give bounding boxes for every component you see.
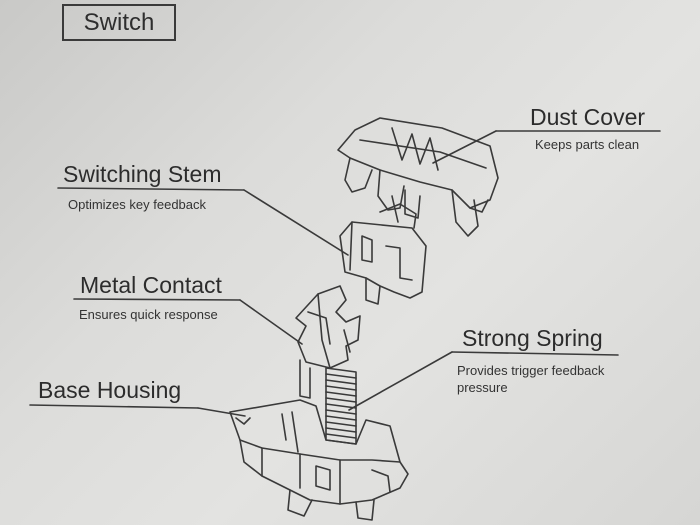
metal-contact-underline — [73, 298, 241, 301]
strong-spring-label: Strong Spring — [462, 325, 603, 351]
strong-spring-part — [325, 367, 357, 445]
metal-contact-part — [295, 285, 361, 399]
strong-spring-description: Provides trigger feedback pressure — [457, 362, 604, 396]
switching-stem-description: Optimizes key feedback — [68, 197, 207, 212]
switching-stem-label: Switching Stem — [63, 161, 222, 187]
strong-spring-description-line2: pressure — [457, 380, 508, 395]
metal-contact-label: Metal Contact — [80, 272, 222, 298]
dust-cover-description: Keeps parts clean — [535, 137, 640, 152]
dust-cover-leader — [432, 130, 497, 164]
base-housing-label: Base Housing — [38, 377, 182, 403]
strong-spring-underline — [451, 351, 619, 356]
base-housing-leader — [197, 407, 246, 417]
title-box: Switch — [62, 4, 176, 41]
dust-cover-label: Dust Cover — [530, 104, 646, 130]
metal-contact-leader — [239, 299, 303, 345]
metal-contact-description: Ensures quick response — [79, 307, 218, 322]
switching-stem-underline — [57, 187, 245, 191]
base-housing-underline — [29, 404, 199, 409]
base-housing-part — [229, 399, 409, 521]
strong-spring-description-line1: Provides trigger feedback — [457, 363, 605, 378]
switching-stem-leader — [243, 189, 349, 256]
diagram-title: Switch — [83, 8, 155, 36]
strong-spring-leader — [348, 351, 453, 411]
switching-stem-part — [339, 195, 427, 305]
dust-cover-part — [337, 117, 499, 237]
